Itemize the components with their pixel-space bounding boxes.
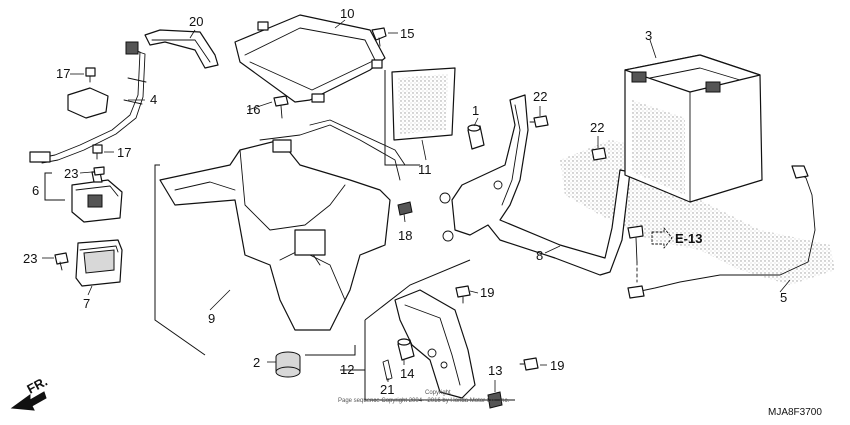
callout-9: 9 — [208, 311, 215, 326]
callout-22-upper: 22 — [533, 89, 547, 104]
bolt-e13-part — [627, 225, 644, 283]
reference-arrow-e13 — [651, 227, 673, 249]
reference-label-e13: E-13 — [675, 231, 702, 246]
bolt-16-part — [273, 95, 289, 119]
bolt-22-upper-part — [529, 115, 549, 128]
copyright-line-2: Page sequence Copyright 2004 - 2016 by H… — [338, 398, 509, 404]
copyright-line-1: Copyright — [425, 390, 451, 396]
callout-6: 6 — [32, 183, 39, 198]
terminal-cover-part — [394, 289, 476, 399]
callout-19-lower: 19 — [550, 358, 564, 373]
callout-7: 7 — [83, 296, 90, 311]
callout-3: 3 — [645, 28, 652, 43]
battery-cover-part — [234, 14, 386, 103]
clip-18-part — [397, 201, 413, 216]
rubber-band-part — [144, 29, 219, 69]
pin-21-part — [382, 359, 393, 381]
callout-12: 12 — [340, 362, 354, 377]
bolt-17-top-part — [85, 67, 96, 83]
callout-23-upper: 23 — [64, 166, 78, 181]
bolt-17-lower-part — [92, 144, 103, 160]
callout-13: 13 — [488, 363, 502, 378]
battery-cable-part — [627, 165, 816, 299]
pad-11-part — [391, 67, 456, 141]
front-direction-arrow-icon — [10, 391, 47, 411]
callout-14: 14 — [400, 366, 414, 381]
callout-10: 10 — [340, 6, 354, 21]
bolt-19-lower-part — [519, 357, 539, 371]
group-outline-10-11 — [384, 70, 420, 166]
leader-lines — [42, 19, 791, 392]
diagram-code: MJA8F3700 — [768, 407, 822, 418]
bolt-19-upper-part — [455, 285, 471, 304]
group-outline-6 — [44, 172, 65, 201]
group-outline-12 — [340, 259, 515, 401]
callout-17-lower: 17 — [117, 145, 131, 160]
bolt-23-upper-part — [93, 166, 105, 176]
callout-20: 20 — [189, 14, 203, 29]
group-outline-9 — [154, 164, 356, 356]
front-direction-label: FR. — [24, 374, 50, 397]
bolt-15-part — [371, 27, 387, 47]
bolt-22-lower-part — [591, 147, 607, 161]
collar-14-part — [397, 338, 415, 361]
starter-relay-part — [71, 171, 123, 223]
callout-18: 18 — [398, 228, 412, 243]
callout-22-lower: 22 — [590, 120, 604, 135]
callout-17-top: 17 — [56, 66, 70, 81]
callout-5: 5 — [780, 290, 787, 305]
callout-23-lower: 23 — [23, 251, 37, 266]
callout-19-upper: 19 — [480, 285, 494, 300]
battery-box-part — [159, 119, 406, 331]
starter-cable-part — [29, 41, 147, 164]
callout-21: 21 — [380, 382, 394, 397]
collar-1-part — [467, 124, 485, 150]
grommet-2-part — [275, 351, 301, 378]
callout-4: 4 — [150, 92, 157, 107]
callout-8: 8 — [536, 248, 543, 263]
battery-part — [624, 54, 763, 203]
relay-cover-part — [75, 239, 123, 287]
bolt-23-lower-part — [54, 252, 69, 271]
callout-11: 11 — [418, 162, 432, 177]
callout-2: 2 — [253, 355, 260, 370]
callout-16: 16 — [246, 102, 260, 117]
callout-15: 15 — [400, 26, 414, 41]
battery-bracket-part — [439, 94, 631, 276]
callout-1: 1 — [472, 103, 479, 118]
